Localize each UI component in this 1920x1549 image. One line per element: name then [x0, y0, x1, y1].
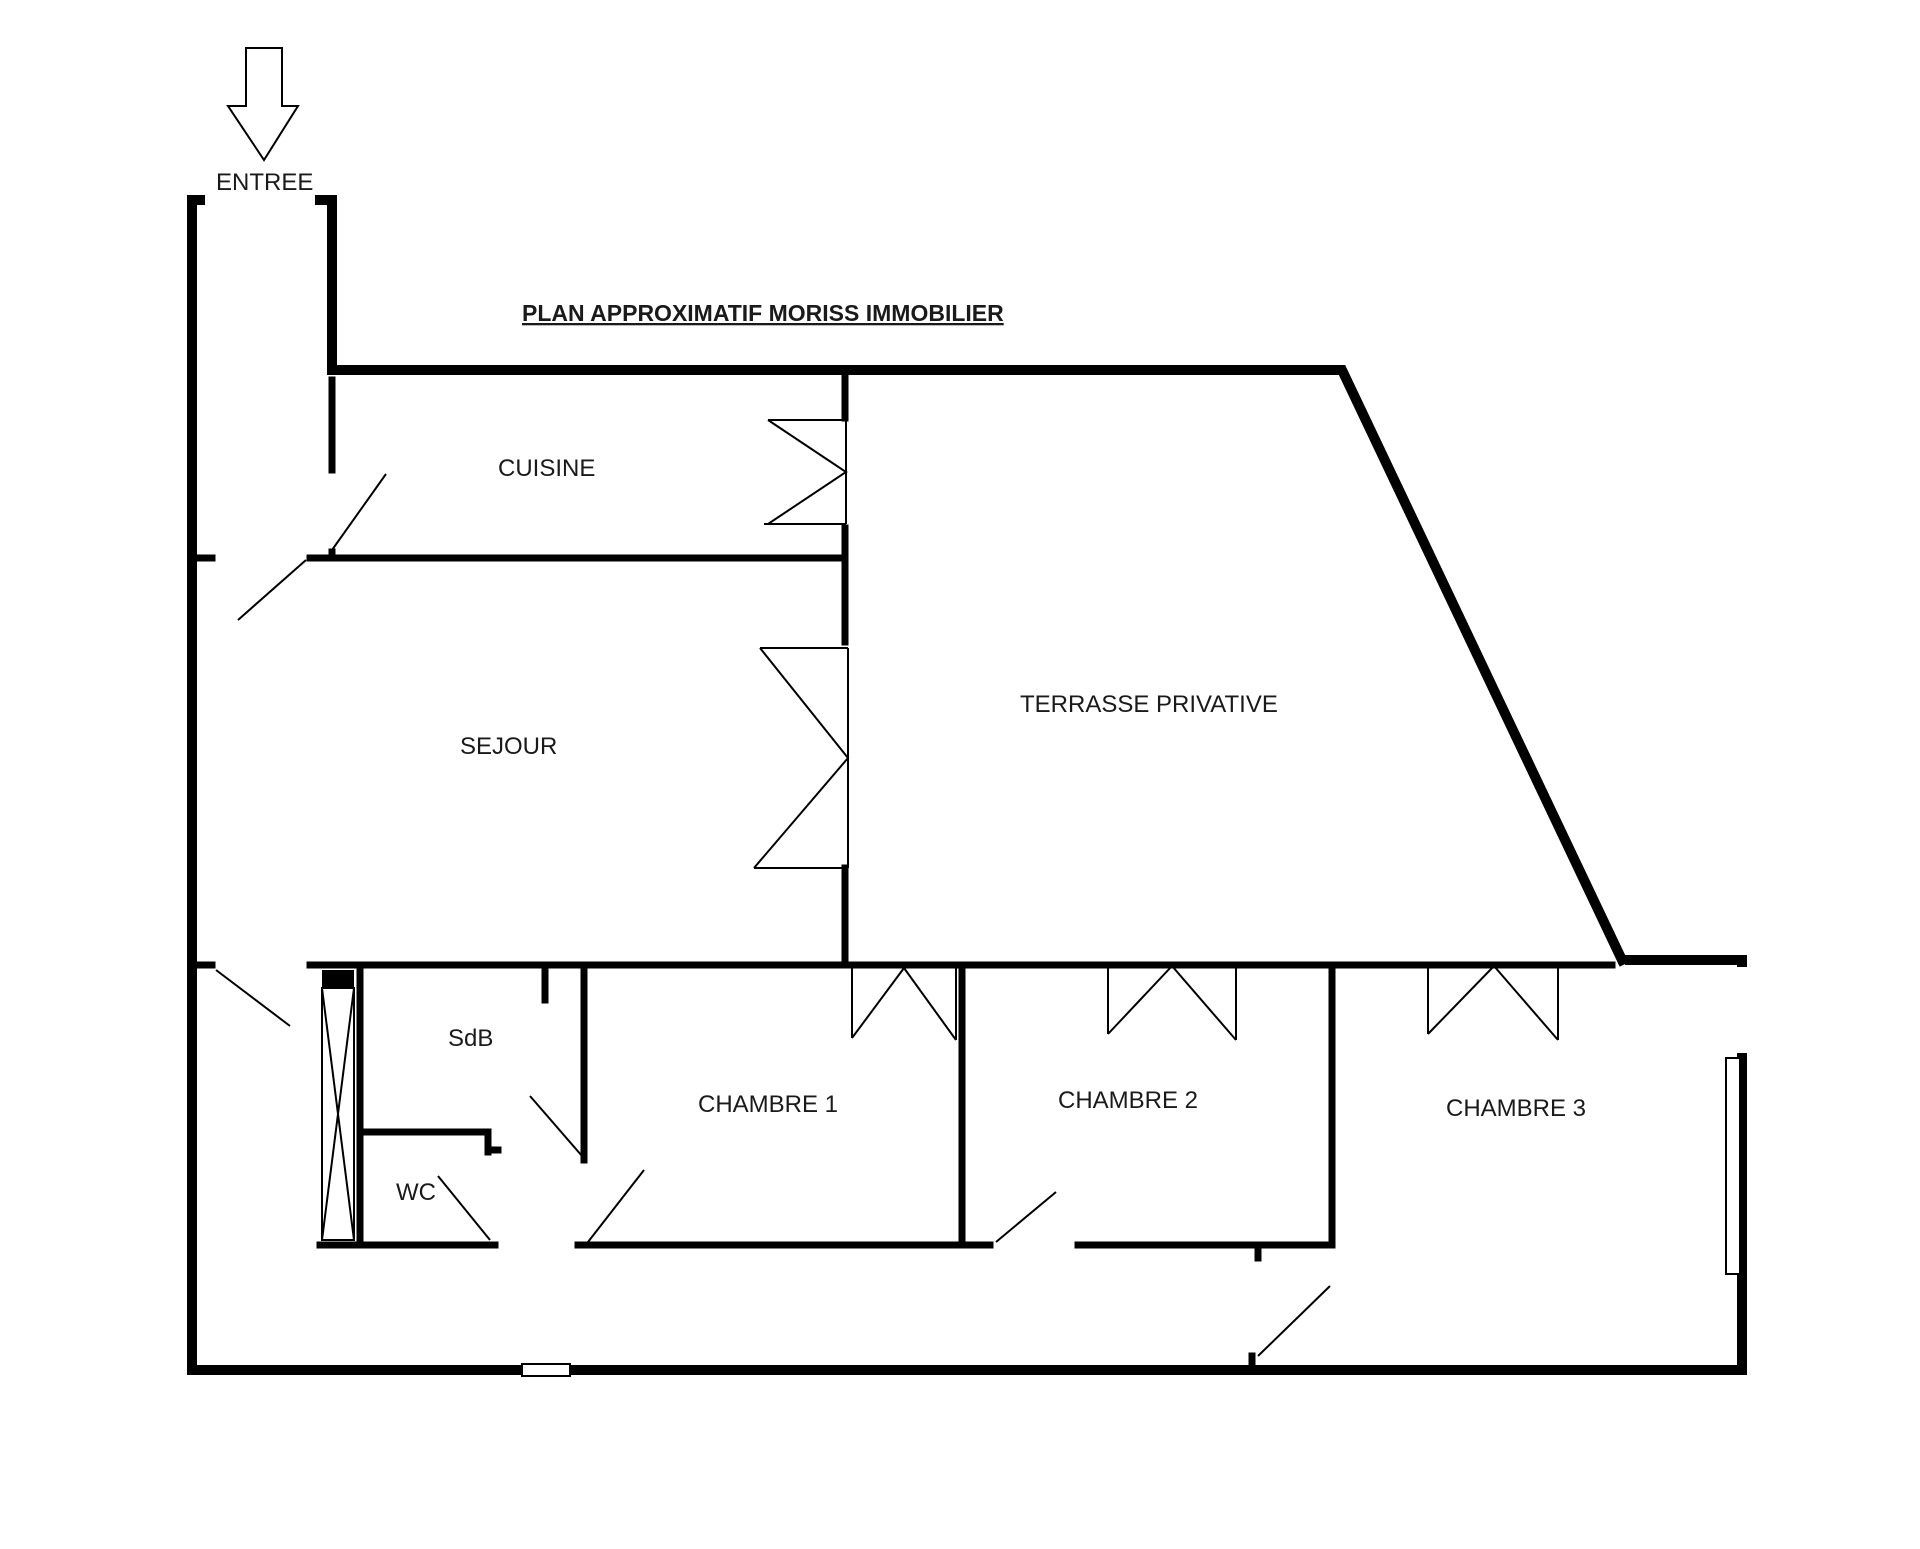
outer-walls — [187, 195, 1747, 1375]
interior-walls — [188, 374, 1616, 1374]
room-label-terrasse: TERRASSE PRIVATIVE — [1020, 691, 1278, 718]
folding-window-chambre1 — [851, 966, 957, 1041]
room-label-sdb: SdB — [448, 1025, 493, 1052]
entrance-label: ENTREE — [216, 169, 313, 196]
shaft — [321, 970, 355, 1241]
room-label-sejour: SEJOUR — [460, 733, 557, 760]
window-bottom — [521, 1363, 571, 1377]
folding-window-chambre3 — [1427, 964, 1559, 1041]
room-label-cuisine: CUISINE — [498, 455, 595, 482]
room-label-wc: WC — [396, 1179, 436, 1206]
window-right — [1725, 1057, 1741, 1275]
folding-window-chambre2 — [1107, 964, 1237, 1041]
plan-title: PLAN APPROXIMATIF MORISS IMMOBILIER — [522, 300, 1004, 326]
down-arrow-icon — [226, 47, 300, 162]
room-label-chambre2: CHAMBRE 2 — [1058, 1087, 1198, 1114]
room-label-chambre3: CHAMBRE 3 — [1446, 1095, 1586, 1122]
folding-window-sejour — [753, 647, 850, 869]
doors — [215, 473, 1331, 1357]
room-label-chambre1: CHAMBRE 1 — [698, 1091, 838, 1118]
folding-window-cuisine — [764, 419, 848, 525]
